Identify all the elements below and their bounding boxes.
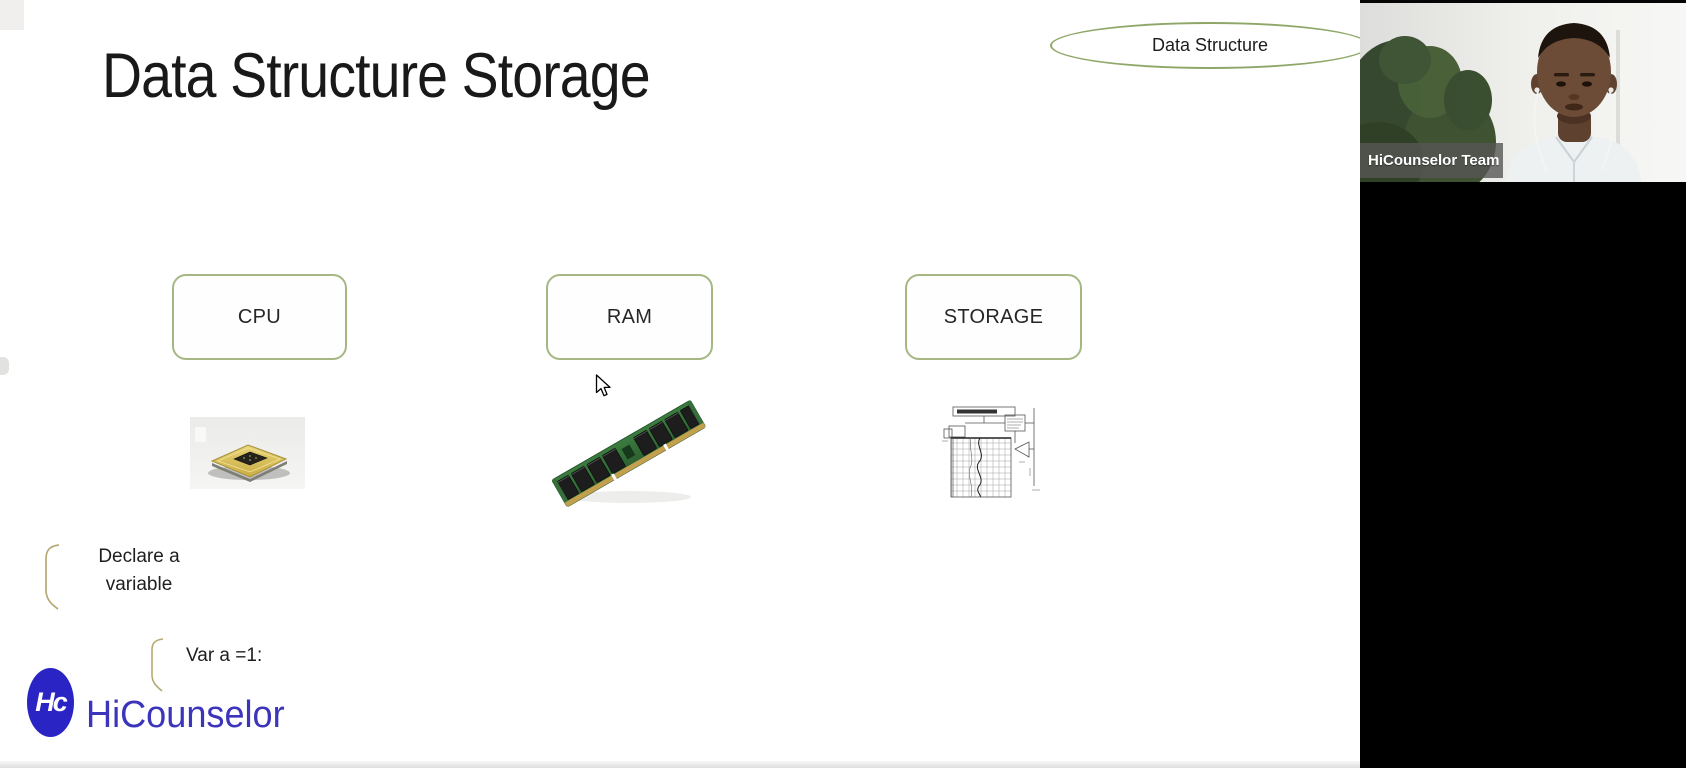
slide-title: Data Structure Storage <box>102 41 651 111</box>
cpu-box: CPU <box>172 274 347 360</box>
participant-name-tag: HiCounselor Team <box>1360 143 1503 178</box>
storage-box: STORAGE <box>905 274 1082 360</box>
cpu-chip-illustration <box>190 417 305 489</box>
corner-artifact <box>0 0 24 30</box>
storage-diagram-image <box>941 402 1043 500</box>
edge-artifact <box>0 357 9 375</box>
ram-module-illustration <box>551 400 706 507</box>
ram-box: RAM <box>546 274 713 360</box>
storage-box-label: STORAGE <box>943 305 1044 328</box>
declare-note-line2: variable <box>105 574 173 595</box>
declare-note-line1: Declare a <box>98 546 180 567</box>
hicounselor-wordmark: HiCounselor <box>86 694 285 736</box>
ram-module-photo <box>551 400 707 510</box>
letterbox-black-panel <box>1360 182 1686 768</box>
cpu-box-label: CPU <box>237 305 282 328</box>
storage-diagram-illustration <box>942 406 1040 498</box>
participant-name: HiCounselor Team <box>1368 152 1500 169</box>
var-declaration-note: Var a =1: <box>186 645 263 666</box>
topic-ellipse-label: Data Structure <box>1151 35 1269 55</box>
hicounselor-logo-icon: Hc <box>27 668 74 737</box>
declare-bracket-shape <box>45 544 60 610</box>
cpu-chip-photo <box>190 417 305 489</box>
webcam-video: HiCounselor Team <box>1360 0 1686 182</box>
person-portrait <box>1506 23 1642 182</box>
var-bracket-shape <box>151 638 164 692</box>
ram-box-label: RAM <box>606 305 653 328</box>
slide-bottom-edge <box>0 761 1360 768</box>
presentation-slide: Data Structure Storage Data Structure CP… <box>0 0 1370 768</box>
mouse-cursor-icon <box>595 374 611 397</box>
topic-ellipse: Data Structure <box>1050 22 1370 69</box>
video-top-border <box>1360 0 1686 3</box>
declare-variable-note: Declare a variable <box>84 543 194 599</box>
hicounselor-monogram: Hc <box>35 687 67 717</box>
